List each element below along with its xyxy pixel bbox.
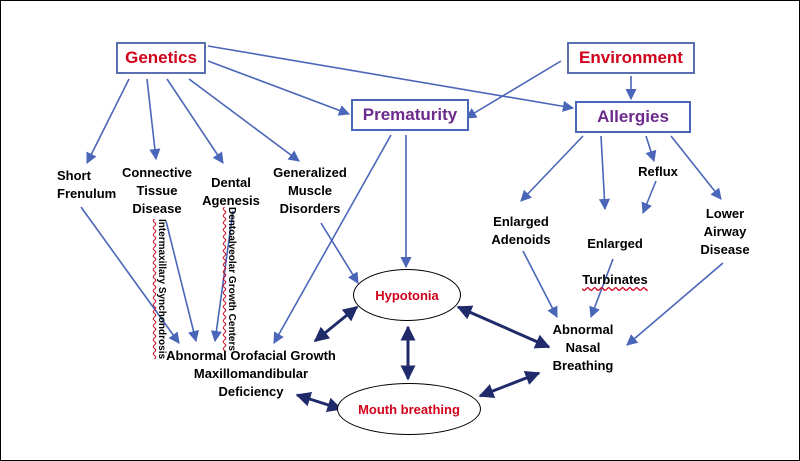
short-frenulum-label: Short Frenulum [57, 168, 117, 201]
enlarged-turbinates-line1: Enlarged [587, 236, 643, 251]
edge-genetics-dental-agenesis [166, 78, 224, 164]
genetics-box: Genetics [116, 42, 206, 74]
edge-short-frenulum-orofacial [80, 206, 180, 344]
edge-allergies-lower-airway [670, 135, 722, 200]
edge-allergies-reflux [645, 135, 657, 163]
generalized-muscle-label: Generalized Muscle Disorders [273, 165, 347, 216]
edge-hypotonia-nasal [456, 305, 551, 349]
edge-allergies-enlarged-adenoids [520, 135, 584, 202]
edge-mouth-breathing-nasal [478, 370, 541, 399]
edge-genetics-generalized-muscle [188, 78, 300, 162]
edge-lower-airway-nasal [626, 262, 724, 346]
edge-enlarged-adenoids-nasal [522, 250, 558, 318]
edge-genetics-connective-tissue [146, 78, 161, 161]
mouth-breathing-node: Mouth breathing [337, 383, 481, 435]
dentoalveolar-growth-centers-text: Dentoalveolar Growth Centers [226, 207, 237, 351]
hypotonia-node: Hypotonia [353, 269, 461, 321]
edge-genetics-allergies [207, 45, 575, 112]
orofacial-growth-label: Abnormal Orofacial Growth Maxillomandibu… [166, 348, 336, 399]
edge-mouth-breathing-orofacial [295, 391, 343, 413]
enlarged-turbinates-label: Enlarged Turbinates [582, 217, 648, 289]
intermaxillary-synchondrosis-text: Intermaxillary Synchondrosis [156, 219, 167, 360]
edge-hypotonia-orofacial [313, 305, 359, 343]
prematurity-box: Prematurity [351, 99, 469, 131]
edge-reflux-enlarged-turbinates [641, 180, 657, 215]
reflux-label: Reflux [638, 164, 678, 179]
edge-environment-prematurity [465, 60, 562, 119]
edge-connective-tissue-orofacial [165, 220, 199, 343]
enlarged-turbinates-line2: Turbinates [582, 272, 648, 287]
edge-genetics-prematurity [207, 60, 351, 116]
environment-box: Environment [567, 42, 695, 74]
edge-allergies-enlarged-turbinates [598, 135, 611, 211]
edge-generalized-muscle-hypotonia [320, 222, 359, 284]
dental-agenesis-label: Dental Agenesis [202, 175, 260, 208]
enlarged-adenoids-label: Enlarged Adenoids [491, 214, 551, 247]
lower-airway-label: Lower Airway Disease [700, 206, 750, 257]
edge-prematurity-orofacial [273, 134, 392, 344]
edge-dental-agenesis-orofacial [210, 210, 234, 343]
abnormal-nasal-label: Abnormal Nasal Breathing [552, 322, 614, 373]
edge-genetics-short-frenulum [86, 78, 130, 165]
edge-enlarged-turbinates-nasal [589, 258, 614, 319]
connective-tissue-label: Connective Tissue Disease [121, 165, 193, 216]
allergies-box: Allergies [575, 101, 691, 133]
